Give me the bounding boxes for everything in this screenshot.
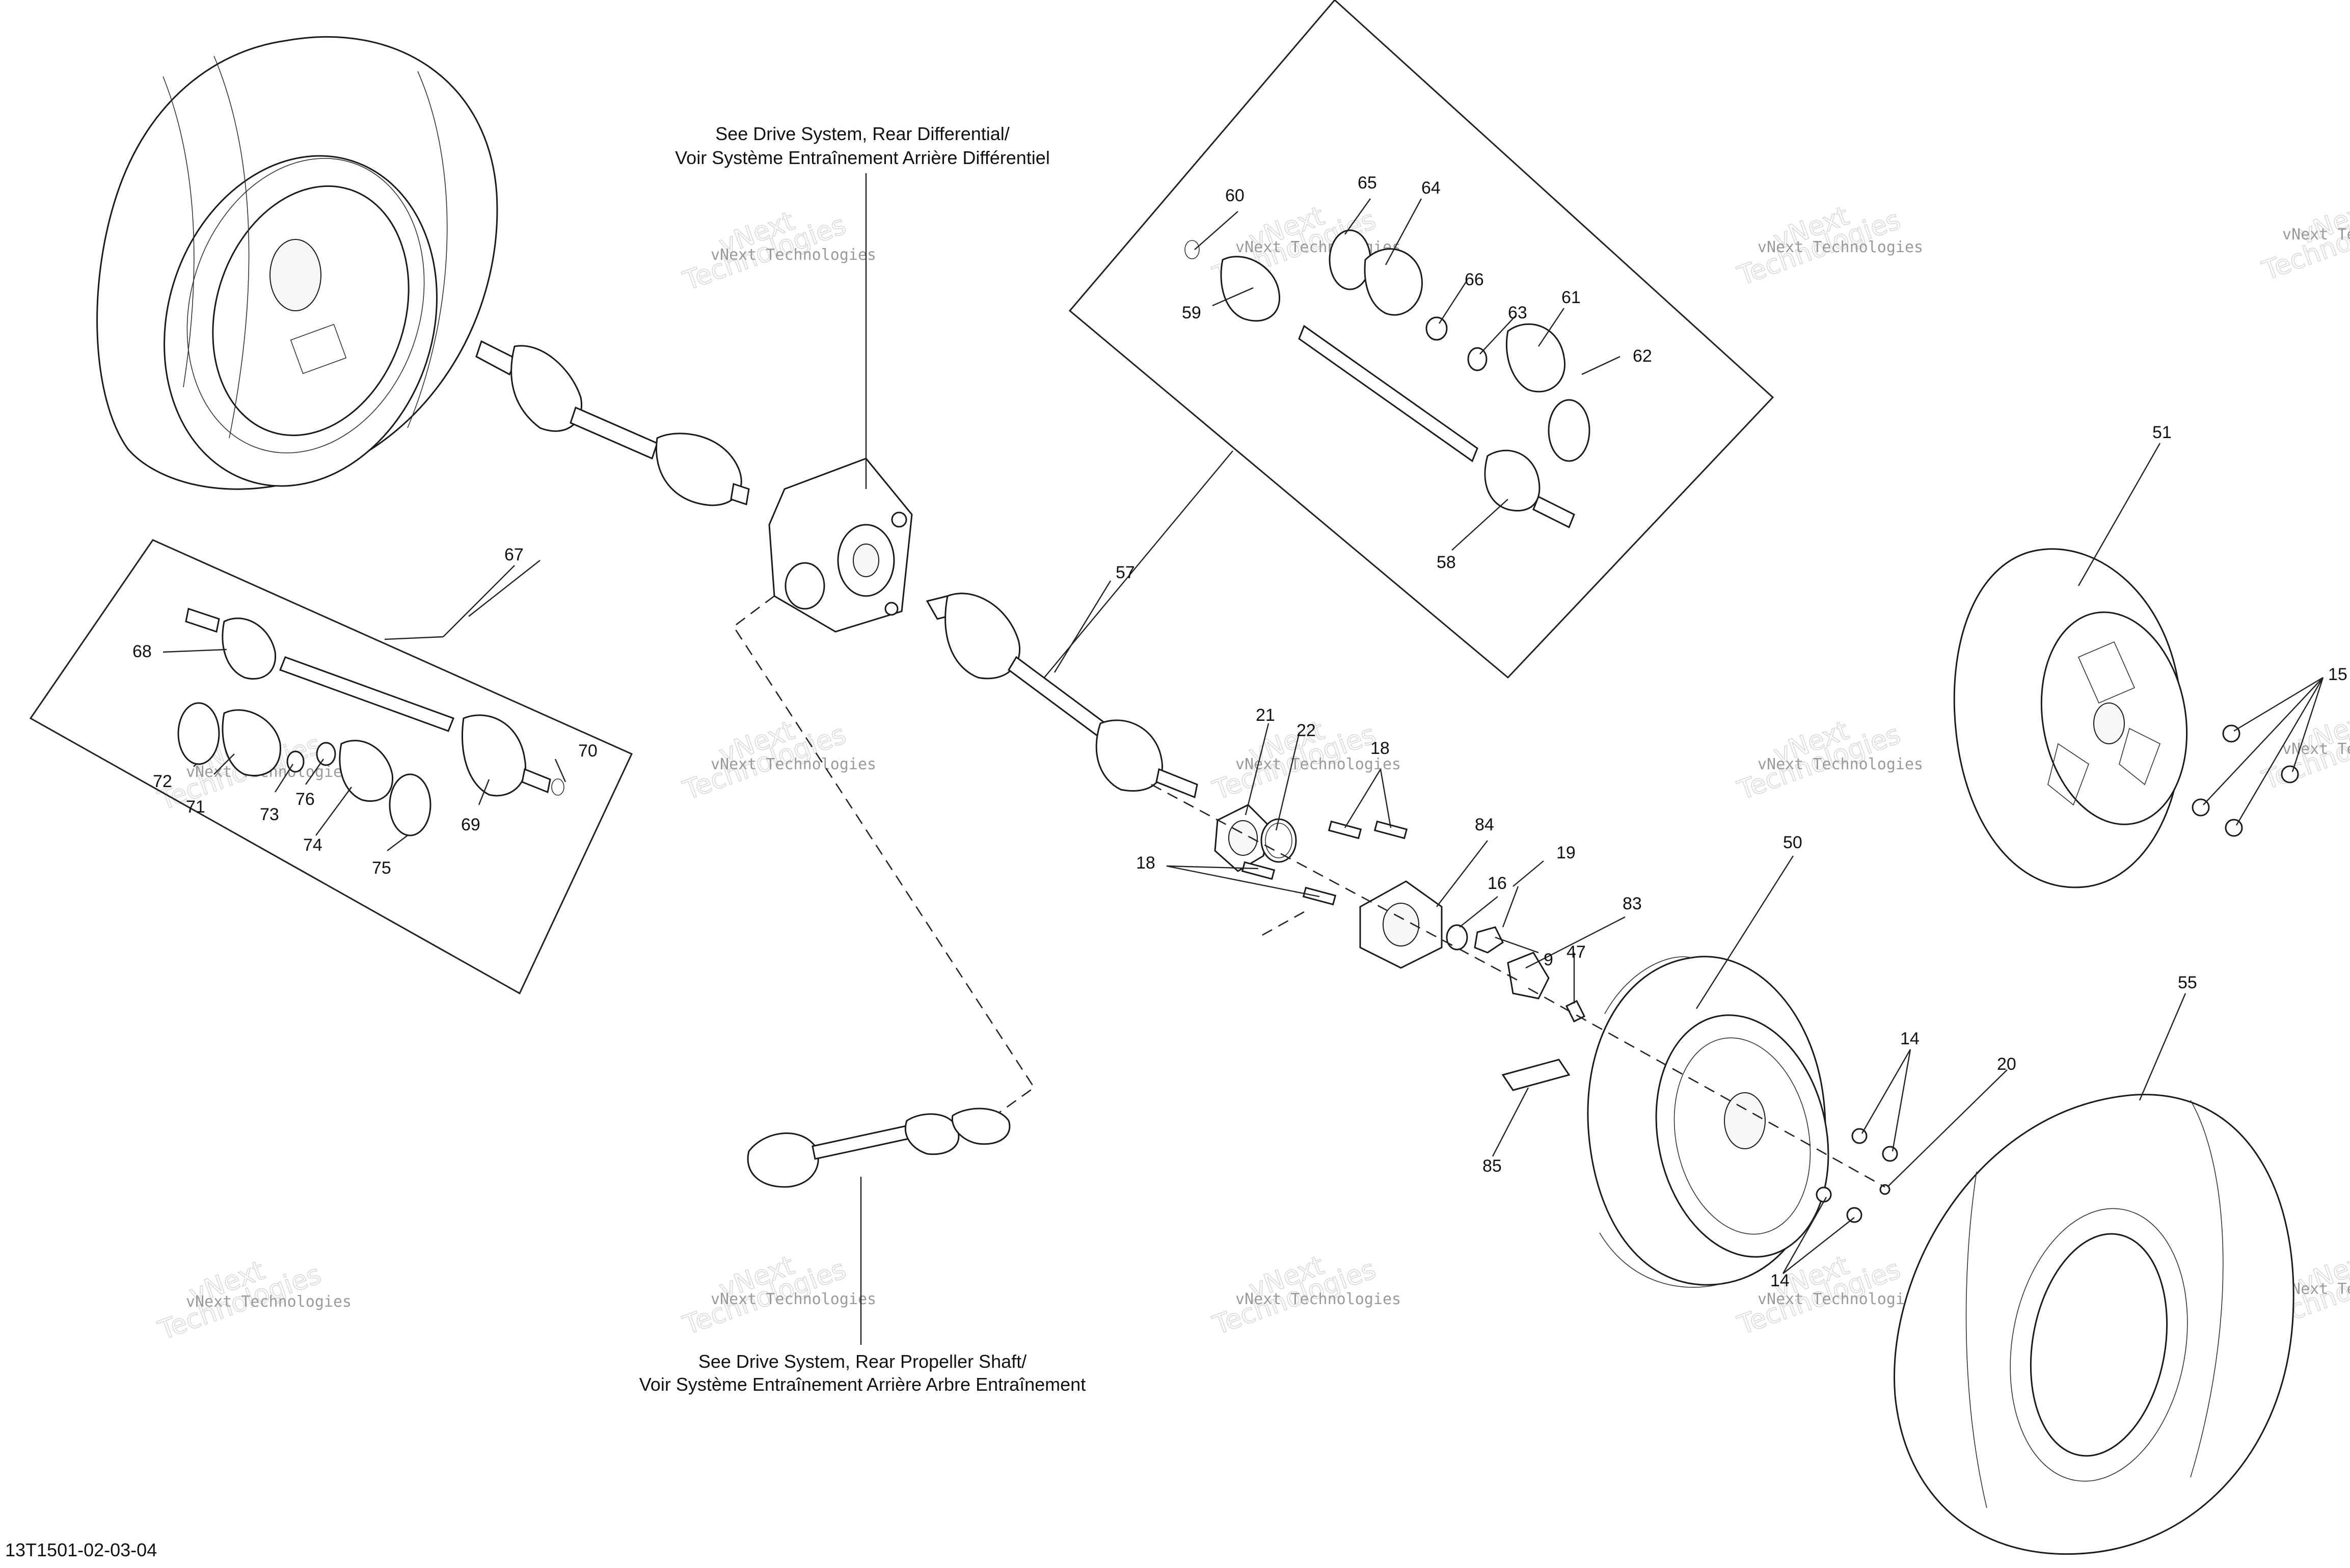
label-22: 22 [1296, 721, 1316, 740]
label-18b: 18 [1136, 853, 1155, 873]
svg-text:vNext Technologies: vNext Technologies [1235, 1290, 1401, 1308]
part-labels: 60 65 64 66 63 61 62 59 58 57 67 68 70 7… [132, 173, 2347, 1290]
label-68: 68 [132, 642, 152, 661]
watermark: vNext Technologies vNext Technologies [679, 1250, 876, 1341]
svg-text:vNext Technologies: vNext Technologies [1235, 755, 1401, 773]
label-75: 75 [372, 858, 391, 878]
label-19: 19 [1556, 843, 1576, 862]
watermark: vNext Technologies vNext Technologies [1208, 1250, 1401, 1341]
watermark: vNext Technologies vNext Technologies [2258, 195, 2350, 287]
label-14b: 14 [1770, 1271, 1790, 1290]
label-47: 47 [1566, 942, 1586, 962]
label-83: 83 [1623, 894, 1642, 913]
rear-differential [768, 457, 913, 633]
svg-text:vNext Technologies: vNext Technologies [711, 246, 876, 264]
svg-text:vNext Technologies: vNext Technologies [1758, 755, 1923, 773]
label-85: 85 [1482, 1156, 1502, 1176]
watermark: vNext Technologies vNext Technologies [154, 1255, 352, 1346]
rim-aluminum [1953, 548, 2188, 888]
rim-steel [1587, 956, 1829, 1288]
watermark: vNext Technologies vNext Technologies [679, 205, 876, 297]
note-rear-propeller-shaft: See Drive System, Rear Propeller Shaft/ … [639, 1351, 1086, 1395]
label-14a: 14 [1900, 1029, 1920, 1048]
label-84: 84 [1475, 815, 1494, 834]
label-73: 73 [260, 805, 279, 824]
svg-text:vNext Technologies: vNext Technologies [186, 1293, 352, 1311]
watermark: vNext Technologies vNext Technologies [1733, 200, 1923, 292]
label-62: 62 [1633, 346, 1652, 366]
drive-shaft-left [475, 340, 750, 506]
label-66: 66 [1465, 270, 1484, 289]
svg-text:vNext Technologies: vNext Technologies [711, 1290, 876, 1308]
label-20: 20 [1997, 1055, 2016, 1074]
cv-kit-box-left [29, 539, 633, 995]
label-50: 50 [1783, 833, 1802, 852]
svg-text:vNext Technologies: vNext Technologies [1758, 238, 1923, 256]
label-63: 63 [1508, 303, 1527, 322]
drive-shaft-right [926, 592, 1198, 799]
tire-right [1894, 1094, 2294, 1555]
label-74: 74 [303, 835, 322, 855]
svg-text:vNext Technologies: vNext Technologies [2282, 226, 2350, 244]
tire-left [96, 36, 498, 490]
label-67: 67 [504, 545, 524, 564]
label-9: 9 [1544, 950, 1553, 969]
leader-lines [163, 173, 2324, 1345]
label-16: 16 [1488, 874, 1507, 893]
label-64: 64 [1421, 178, 1441, 198]
dashed-references [733, 595, 1885, 1188]
svg-text:Voir Système Entraînement Arri: Voir Système Entraînement Arrière Différ… [675, 147, 1050, 168]
svg-text:vNext Technologies: vNext Technologies [2282, 740, 2350, 758]
label-72: 72 [153, 772, 172, 791]
note-rear-differential: See Drive System, Rear Differential/ Voi… [675, 123, 1050, 168]
svg-text:See Drive System, Rear Differe: See Drive System, Rear Differential/ [715, 123, 1010, 144]
svg-text:vNext Technologies: vNext Technologies [1758, 1290, 1923, 1308]
label-60: 60 [1225, 186, 1245, 205]
label-15: 15 [2328, 665, 2347, 684]
label-70: 70 [578, 741, 598, 761]
svg-text:vNext Technologies: vNext Technologies [711, 755, 876, 773]
cv-kit-box-right [1068, 0, 1774, 679]
label-69: 69 [461, 815, 480, 834]
label-71: 71 [186, 797, 205, 817]
label-51: 51 [2152, 423, 2172, 442]
label-18a: 18 [1370, 739, 1390, 758]
watermark: vNext Technologies vNext Technologies [2258, 705, 2350, 796]
watermark: vNext Technologies vNext Technologies [1733, 715, 1923, 806]
hub-assembly [1214, 804, 1584, 1023]
label-65: 65 [1358, 173, 1377, 193]
valve-and-pad [1501, 999, 1586, 1091]
label-76: 76 [295, 790, 315, 809]
label-21: 21 [1256, 706, 1275, 725]
label-58: 58 [1437, 553, 1456, 572]
label-57: 57 [1116, 563, 1135, 582]
svg-text:Voir Système Entraînement Arri: Voir Système Entraînement Arrière Arbre … [639, 1374, 1086, 1395]
figure-code: 13T1501-02-03-04 [5, 1539, 157, 1560]
propeller-shaft [747, 1107, 1011, 1188]
label-61: 61 [1561, 288, 1581, 307]
label-55: 55 [2178, 973, 2197, 992]
svg-text:See Drive System, Rear Propell: See Drive System, Rear Propeller Shaft/ [698, 1351, 1027, 1372]
label-59: 59 [1182, 303, 1201, 322]
watermark: vNext Technologies vNext Technologies [679, 715, 876, 806]
